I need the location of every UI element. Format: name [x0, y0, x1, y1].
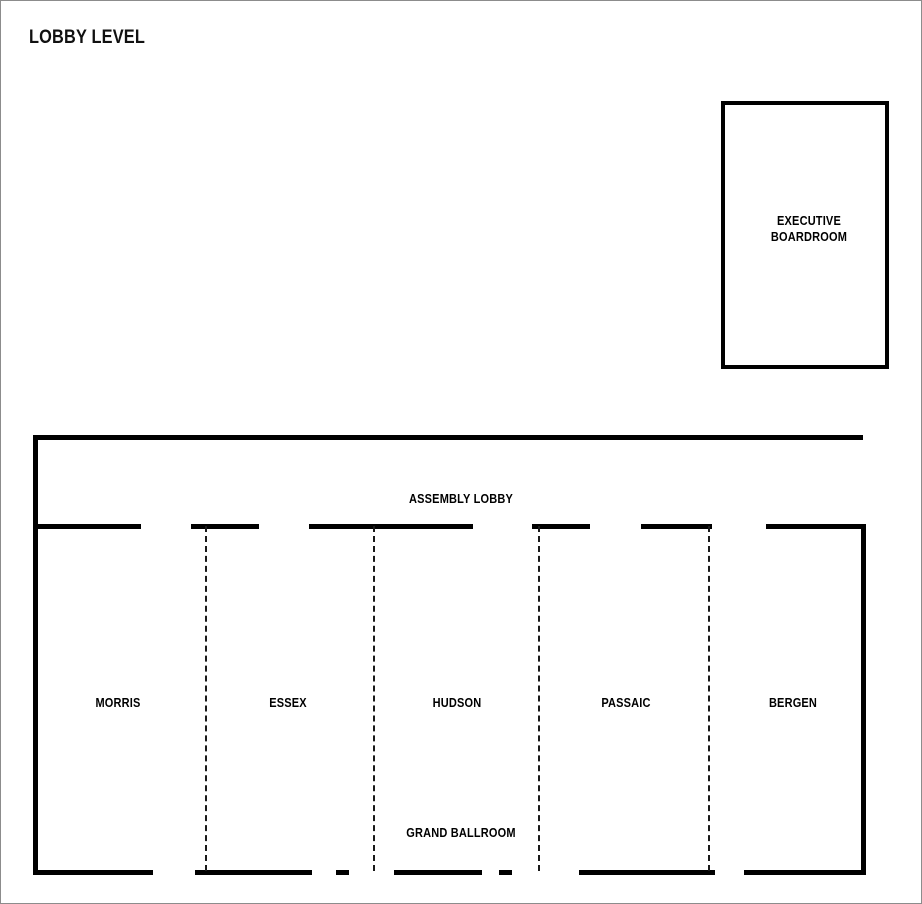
room-label-bergen[interactable]: BERGEN — [768, 696, 818, 710]
room-label-executive-boardroom-line1: EXECUTIVE — [777, 214, 841, 228]
wall-west-exterior — [33, 435, 38, 875]
wall-ballroom-north-segment-3 — [309, 524, 473, 529]
wall-ballroom-south-segment-1 — [33, 870, 153, 875]
room-label-grand-ballroom: GRAND BALLROOM — [406, 826, 516, 840]
wall-ballroom-south-stub-2 — [499, 870, 512, 875]
wall-ballroom-south-segment-3 — [394, 870, 482, 875]
wall-ballroom-south-segment-2 — [195, 870, 312, 875]
room-executive-boardroom[interactable]: EXECUTIVE BOARDROOM — [721, 101, 889, 369]
room-label-executive-boardroom-line2: BOARDROOM — [770, 230, 848, 245]
air-wall-passaic-bergen[interactable] — [708, 526, 710, 871]
page-title: LOBBY LEVEL — [29, 27, 145, 48]
room-label-executive-boardroom: EXECUTIVE BOARDROOM — [771, 213, 847, 246]
wall-ballroom-south-segment-4 — [579, 870, 715, 875]
room-label-passaic[interactable]: PASSAIC — [601, 696, 651, 710]
wall-ballroom-south-segment-5 — [744, 870, 866, 875]
room-label-assembly-lobby: ASSEMBLY LOBBY — [409, 492, 513, 506]
wall-ballroom-south-stub-1 — [336, 870, 349, 875]
room-label-essex[interactable]: ESSEX — [269, 696, 307, 710]
room-label-morris[interactable]: MORRIS — [95, 696, 141, 710]
room-label-hudson[interactable]: HUDSON — [432, 696, 482, 710]
wall-ballroom-north-segment-2 — [191, 524, 259, 529]
wall-ballroom-north-segment-1 — [33, 524, 141, 529]
wall-ballroom-north-segment-5 — [641, 524, 712, 529]
wall-ballroom-north-segment-6 — [766, 524, 866, 529]
wall-east-exterior — [861, 524, 866, 875]
wall-lobby-north — [33, 435, 863, 440]
air-wall-hudson-passaic[interactable] — [538, 526, 540, 871]
wall-ballroom-north-segment-4 — [532, 524, 590, 529]
air-wall-essex-hudson[interactable] — [373, 526, 375, 871]
air-wall-morris-essex[interactable] — [205, 526, 207, 871]
